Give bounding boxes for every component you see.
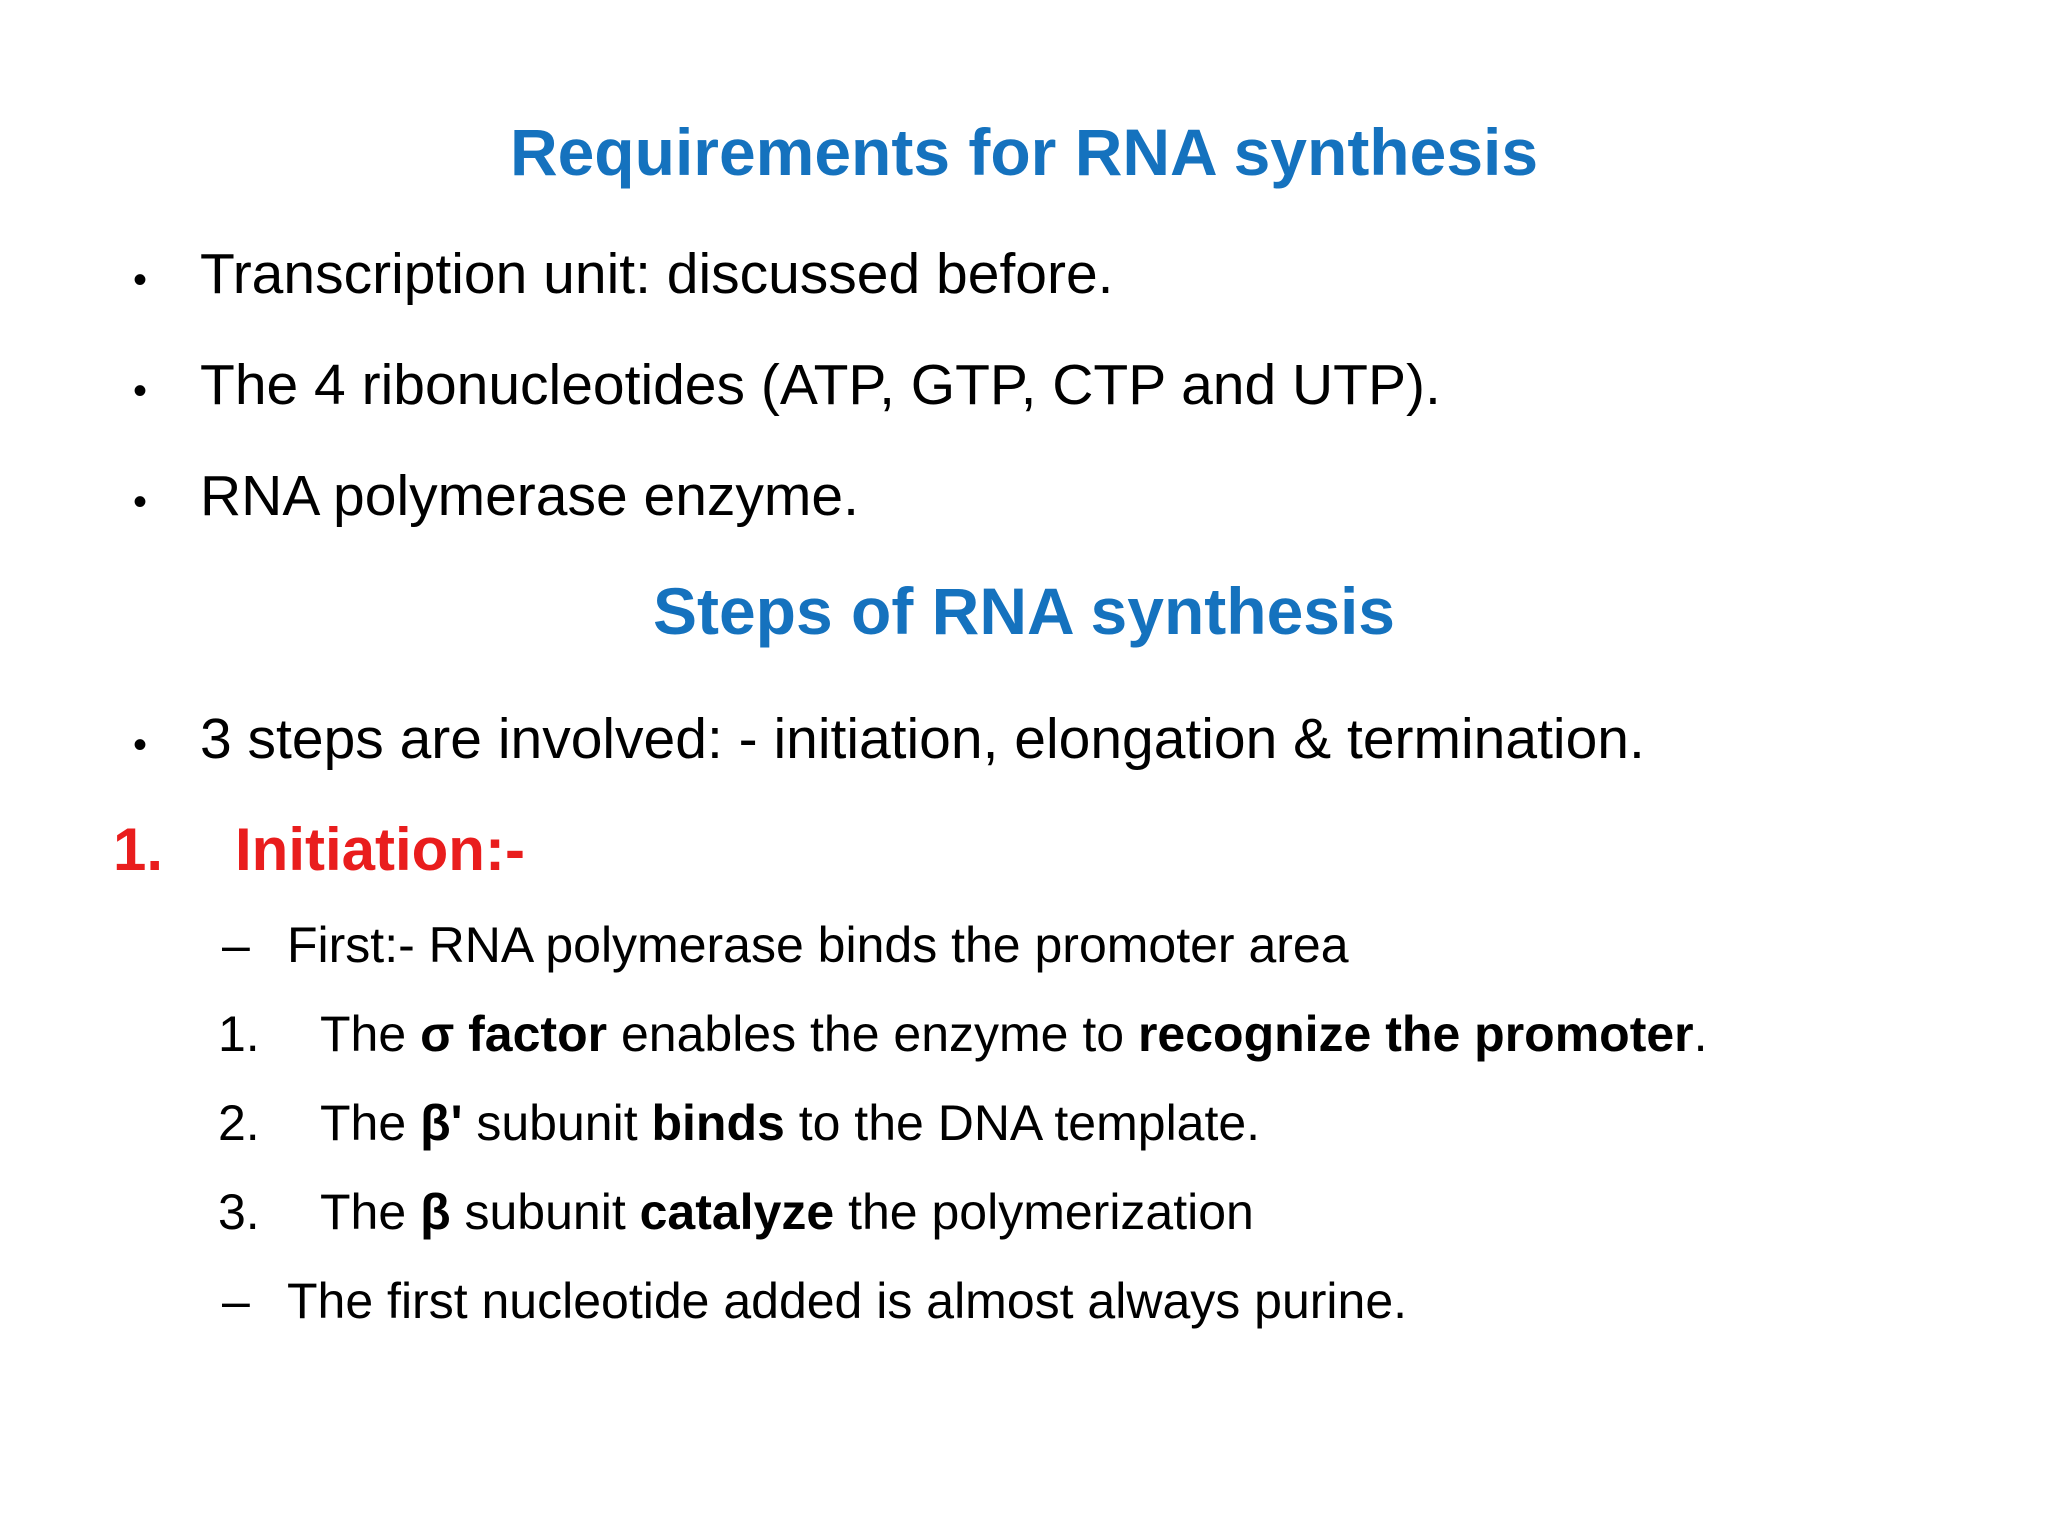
sub-item-text: The first nucleotide added is almost alw… bbox=[287, 1273, 1408, 1329]
bullet-item-three-steps: • 3 steps are involved: - initiation, el… bbox=[0, 703, 2048, 781]
slide-title-requirements: Requirements for RNA synthesis bbox=[509, 115, 1539, 189]
item-number: 3. bbox=[218, 1184, 260, 1240]
sub-item-beta-subunit: 3. The β subunit catalyze the polymeriza… bbox=[0, 1181, 2048, 1243]
sub-item-beta-prime-subunit: 2. The β' subunit binds to the DNA templ… bbox=[0, 1092, 2048, 1154]
dash-icon: – bbox=[222, 917, 250, 973]
sub-item-text: The β' subunit binds to the DNA template… bbox=[320, 1095, 1261, 1151]
bullet-text: Transcription unit: discussed before. bbox=[200, 242, 1114, 306]
bullet-text: 3 steps are involved: - initiation, elon… bbox=[200, 707, 1645, 771]
bullet-icon: • bbox=[133, 723, 148, 767]
sub-item-text: First:- RNA polymerase binds the promote… bbox=[287, 917, 1349, 973]
sub-item-first-binds-promoter: – First:- RNA polymerase binds the promo… bbox=[0, 914, 2048, 976]
bullet-icon: • bbox=[133, 480, 148, 524]
bullet-item-ribonucleotides: • The 4 ribonucleotides (ATP, GTP, CTP a… bbox=[0, 349, 2048, 427]
bullet-item-transcription-unit: • Transcription unit: discussed before. bbox=[0, 238, 2048, 316]
sub-item-text: The β subunit catalyze the polymerizatio… bbox=[320, 1184, 1254, 1240]
bullet-item-rna-polymerase: • RNA polymerase enzyme. bbox=[0, 460, 2048, 538]
initiation-label: Initiation:- bbox=[235, 816, 525, 883]
sub-item-first-nucleotide-purine: – The first nucleotide added is almost a… bbox=[0, 1270, 2048, 1332]
item-number: 1. bbox=[218, 1006, 260, 1062]
sub-item-text: The σ factor enables the enzyme to recog… bbox=[320, 1006, 1708, 1062]
bullet-icon: • bbox=[133, 369, 148, 413]
dash-icon: – bbox=[222, 1273, 250, 1329]
section-heading-steps: Steps of RNA synthesis bbox=[652, 574, 1396, 648]
sub-item-sigma-factor: 1. The σ factor enables the enzyme to re… bbox=[0, 1003, 2048, 1065]
bullet-text: The 4 ribonucleotides (ATP, GTP, CTP and… bbox=[200, 353, 1441, 417]
item-number: 2. bbox=[218, 1095, 260, 1151]
bullet-icon: • bbox=[133, 258, 148, 302]
item-number: 1. bbox=[113, 816, 164, 883]
numbered-heading-initiation: 1. Initiation:- bbox=[0, 814, 2048, 886]
bullet-text: RNA polymerase enzyme. bbox=[200, 464, 859, 528]
